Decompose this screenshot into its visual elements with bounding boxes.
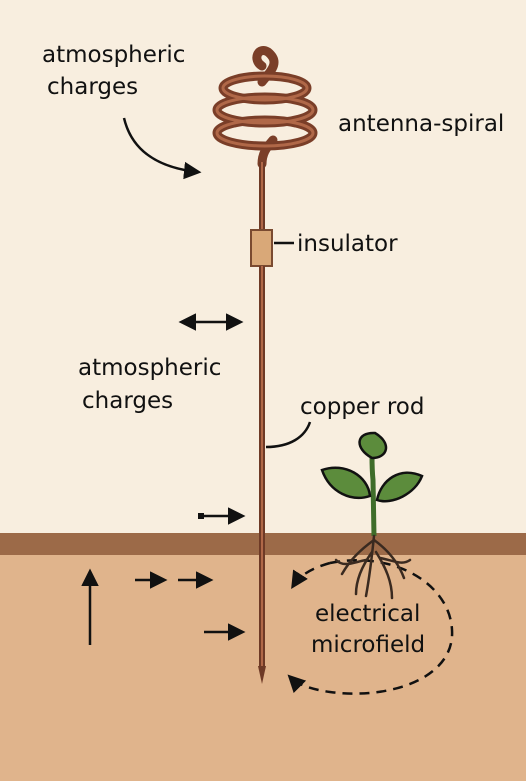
electrical-label: electrical xyxy=(315,601,420,627)
microfield-dashed-arc xyxy=(291,561,331,589)
microfield-dashed-loop xyxy=(287,559,454,695)
copper-rod-label: copper rod xyxy=(300,394,424,420)
plant-leaf-top xyxy=(358,431,388,460)
plant-icon xyxy=(320,431,424,600)
insulator-block xyxy=(250,229,273,267)
antenna-spiral-label: antenna-spiral xyxy=(338,111,504,137)
plant-leaf-left xyxy=(320,466,372,500)
atmospheric-charges-curved-arrow xyxy=(122,117,202,180)
copper-rod-leader-line xyxy=(265,421,312,449)
atmospheric-charges-mid-line1: atmospheric xyxy=(78,355,221,381)
atmospheric-charges-top-line2: charges xyxy=(47,74,138,100)
rod-tip xyxy=(258,666,266,684)
plant-leaf-right xyxy=(375,471,424,503)
spiral-coil-highlight xyxy=(215,74,315,148)
atmospheric-charges-mid-line2: charges xyxy=(82,388,173,414)
microfield-label: microfield xyxy=(311,632,425,658)
insulator-label: insulator xyxy=(297,231,398,257)
plant-roots xyxy=(334,534,412,600)
atmospheric-charges-top-line1: atmospheric xyxy=(42,42,185,68)
plant-stem xyxy=(369,455,377,537)
